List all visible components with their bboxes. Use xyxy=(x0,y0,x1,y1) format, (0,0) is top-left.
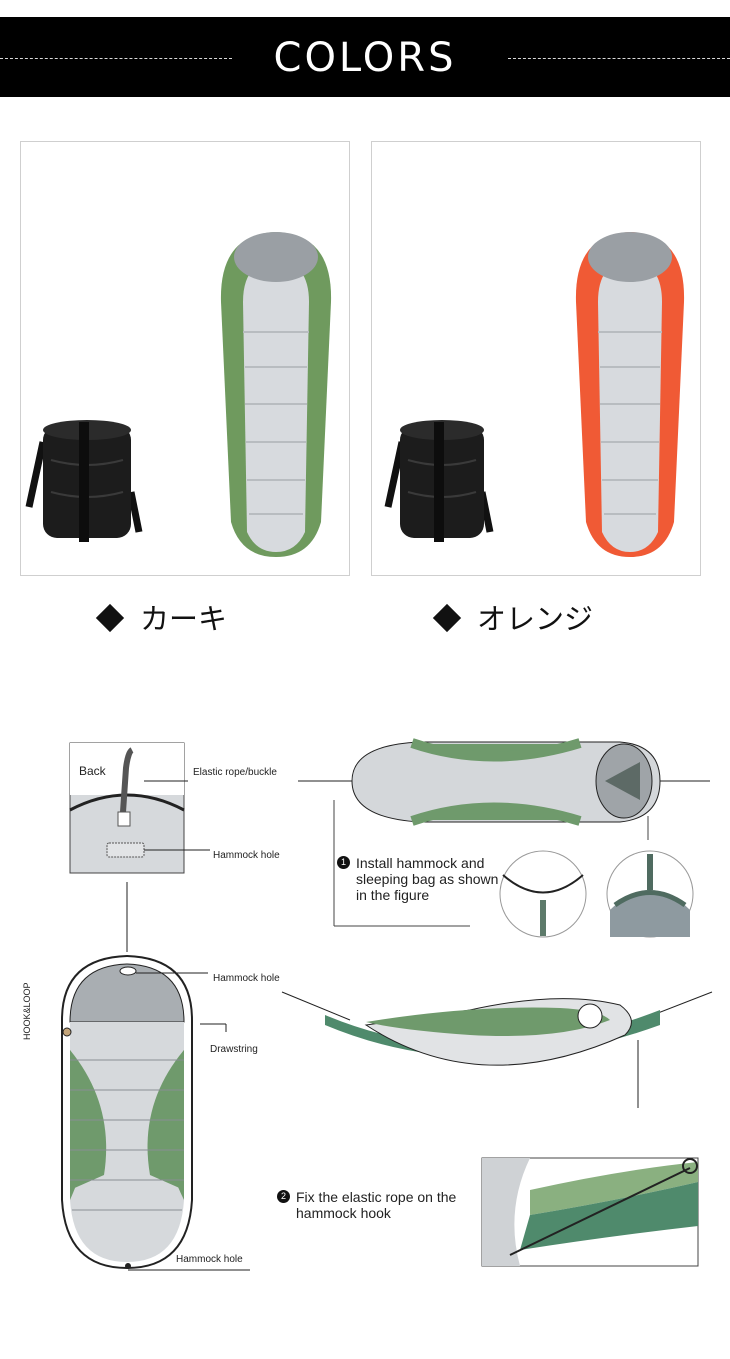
back-label: Back xyxy=(79,764,106,778)
hammock-hole-bottom-label: Hammock hole xyxy=(176,1254,243,1265)
khaki-sleeping-bag-icon xyxy=(220,232,332,557)
orange-product-photo xyxy=(371,141,701,576)
hammock-with-person-figure xyxy=(281,991,713,1108)
hammock-hole-back-label: Hammock hole xyxy=(213,850,280,861)
step-text-line: sleeping bag as shown xyxy=(356,871,499,887)
banner-dashed-line-left xyxy=(0,58,232,59)
banner-title: COLORS xyxy=(273,35,457,81)
compression-sack-icon xyxy=(384,420,494,542)
hammock-hole-top-label: Hammock hole xyxy=(213,973,280,984)
back-detail-figure xyxy=(69,742,210,952)
step-2-instruction: 2 Fix the elastic rope on the hammock ho… xyxy=(277,1189,457,1221)
color-option-orange: オレンジ xyxy=(432,596,594,638)
elastic-rope-label: Elastic rope/buckle xyxy=(193,767,277,778)
step-number-badge: 2 xyxy=(277,1190,290,1203)
colors-banner: COLORS xyxy=(0,17,730,97)
bag-front-view-figure xyxy=(61,954,250,1271)
color-label: カーキ xyxy=(140,602,228,636)
hook-loop-label: HOOK&LOOP xyxy=(22,982,32,1040)
step-text-line: Fix the elastic rope on the xyxy=(296,1189,457,1205)
khaki-product-photo xyxy=(20,141,350,576)
step-number-badge: 1 xyxy=(337,856,350,869)
drawstring-label: Drawstring xyxy=(210,1044,258,1055)
step-text-line: hammock hook xyxy=(296,1205,391,1221)
hook-detail-figure xyxy=(481,1157,699,1267)
color-option-khaki: カーキ xyxy=(95,596,228,638)
circle-zoom-left xyxy=(499,850,587,938)
banner-dashed-line-right xyxy=(508,58,730,59)
bag-top-view-figure xyxy=(298,738,710,927)
circle-zoom-right xyxy=(606,850,694,938)
step-text-line: Install hammock and xyxy=(356,855,485,871)
step-text-line: in the figure xyxy=(356,887,430,903)
orange-sleeping-bag-icon xyxy=(575,232,685,557)
compression-sack-icon xyxy=(25,420,143,542)
color-label: オレンジ xyxy=(477,602,594,636)
step-1-instruction: 1 Install hammock and sleeping bag as sh… xyxy=(337,855,499,903)
